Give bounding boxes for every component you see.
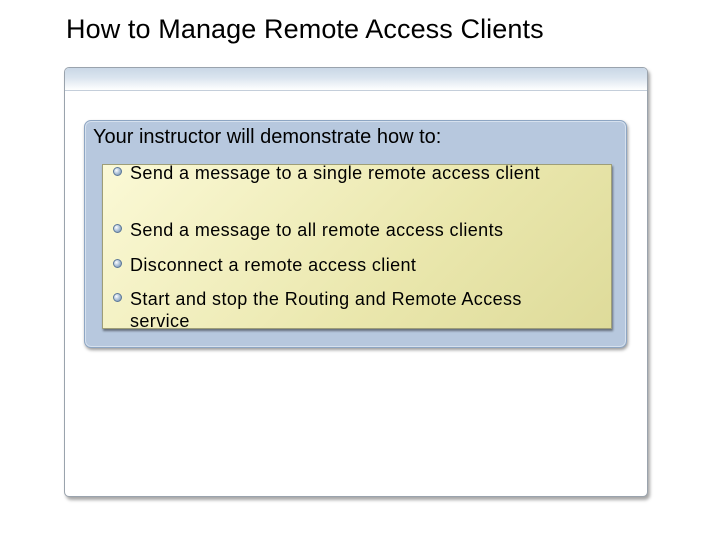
bullet-text: Disconnect a remote access client (130, 255, 417, 275)
bullet-text: Start and stop the Routing and Remote Ac… (130, 289, 522, 331)
bullet-text: Send a message to a single remote access… (130, 163, 541, 183)
frame-header-bar (65, 68, 647, 91)
bullet-icon (113, 167, 122, 176)
bullet-icon (113, 293, 122, 302)
list-item: Send a message to all remote access clie… (113, 219, 603, 241)
intro-panel: Your instructor will demonstrate how to:… (84, 120, 627, 348)
list-item: Start and stop the Routing and Remote Ac… (113, 288, 603, 332)
bullet-icon (113, 224, 122, 233)
bullet-panel: Send a message to a single remote access… (102, 162, 612, 332)
bullet-text: Send a message to all remote access clie… (130, 220, 504, 240)
list-item: Disconnect a remote access client (113, 254, 603, 276)
bullet-icon (113, 259, 122, 268)
list-item: Send a message to a single remote access… (113, 162, 603, 184)
intro-heading: Your instructor will demonstrate how to: (93, 126, 442, 148)
slide-title: How to Manage Remote Access Clients (66, 14, 544, 44)
